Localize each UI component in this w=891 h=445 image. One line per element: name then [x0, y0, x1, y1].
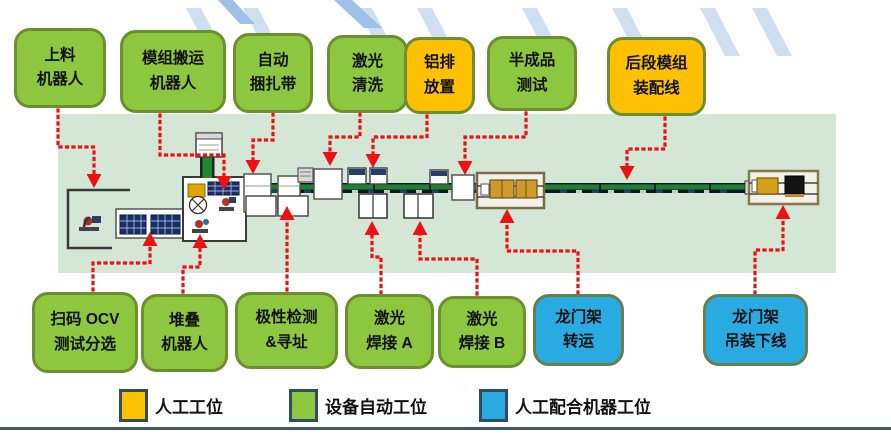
- station-label: 吊装下线: [724, 333, 787, 350]
- station-label: &寻址: [265, 333, 308, 351]
- manual-robot-station-swatch: [479, 389, 508, 422]
- arrow-gantry-hoist: [753, 205, 791, 295]
- legend-label: 设备自动工位: [325, 398, 427, 417]
- gantry-transfer-unit: [475, 171, 546, 210]
- legend-label: 人工配合机器工位: [515, 398, 651, 417]
- pallet-block: [187, 183, 206, 198]
- station-label: 龙门架: [555, 308, 602, 326]
- station-label: 后段模组: [625, 55, 688, 73]
- station-label: 半成品: [508, 52, 556, 70]
- station-polarity-check-addressing[interactable]: 极性检测&寻址: [235, 292, 338, 369]
- station-label: 转运: [562, 333, 594, 350]
- arrow-auto-strapping: [245, 112, 275, 174]
- bottom-divider-line: [0, 427, 891, 430]
- monitor-station-3: [429, 169, 449, 185]
- station-label: 机器人: [149, 74, 197, 92]
- station-label: 铝排: [423, 54, 455, 72]
- legend: 人工工位 设备自动工位 人工配合机器工位: [0, 386, 891, 426]
- legend-item-auto: 设备自动工位: [289, 389, 427, 422]
- station-loading-robot[interactable]: 上料机器人: [14, 28, 106, 108]
- monitor-station-2: [369, 167, 388, 185]
- station-busbar-placement[interactable]: 铝排放置: [404, 37, 475, 114]
- station-gantry-hoist-offline[interactable]: 龙门架吊装下线: [703, 294, 808, 366]
- station-auto-strapping[interactable]: 自动捆扎带: [233, 33, 313, 113]
- station-label: 机器人: [36, 71, 84, 88]
- arrow-module-transfer-robot: [158, 113, 232, 190]
- station-label: 扫码 OCV: [50, 311, 120, 329]
- station-label: 焊接 A: [366, 334, 413, 352]
- station-label: 极性检测: [255, 309, 318, 327]
- arrow-busbar-placement: [365, 114, 429, 168]
- feed-conveyor: [195, 132, 223, 178]
- ocv-test-cabinet: [115, 208, 185, 239]
- station-laser-cleaning[interactable]: 激光清洗: [327, 35, 408, 113]
- stacking-robot-icon: [192, 219, 209, 233]
- station-label: 上料: [44, 46, 76, 64]
- station-label: 堆叠: [168, 311, 200, 329]
- legend-item-manual: 人工工位: [119, 389, 223, 422]
- station-label: 激光: [351, 52, 383, 70]
- polarity-check-cabinets: [245, 195, 309, 217]
- station-scan-ocv-test-sorting[interactable]: 扫码 OCV 测试分选: [32, 292, 138, 373]
- welding-a-cabinets: [358, 193, 388, 219]
- arrow-stacking-robot: [181, 234, 208, 294]
- gantry-hoist-unit: [747, 169, 820, 206]
- station-label: 机器人: [161, 336, 208, 353]
- blue-swoosh: [218, 0, 382, 28]
- arrow-laser-cleaning: [322, 112, 362, 166]
- station-stacking-robot[interactable]: 堆叠机器人: [141, 294, 228, 372]
- arrow-laser-welding-a: [364, 221, 383, 295]
- legend-label: 人工工位: [155, 398, 223, 417]
- station-label: 龙门架: [732, 308, 779, 326]
- arrow-semi-product-test: [457, 111, 528, 175]
- station-arrows: [56, 108, 791, 296]
- monitor-station-1: [347, 167, 367, 185]
- legend-item-manual-robot: 人工配合机器工位: [479, 389, 651, 422]
- arrow-loading-robot: [56, 108, 102, 188]
- manual-station-swatch: [119, 389, 148, 422]
- station-label: 自动: [257, 51, 289, 69]
- arrow-laser-welding-b: [412, 221, 479, 296]
- laser-clean-unit: [297, 167, 343, 200]
- station-label: 装配线: [633, 79, 680, 97]
- station-label: 激光: [466, 310, 498, 328]
- station-module-transfer-robot[interactable]: 模组搬运机器人: [120, 30, 226, 113]
- loading-cell-outline: [66, 188, 130, 250]
- station-gantry-transfer[interactable]: 龙门架转运: [533, 294, 624, 366]
- station-label: 测试分选: [53, 335, 116, 353]
- station-semi-product-test[interactable]: 半成品测试: [487, 36, 577, 111]
- stacking-cell: [182, 176, 247, 242]
- welding-b-cabinets: [403, 193, 434, 219]
- station-label: 测试: [516, 76, 548, 94]
- loading-robot-icon: [79, 216, 101, 231]
- arrow-scan-ocv: [91, 232, 158, 292]
- station-label: 清洗: [351, 77, 383, 94]
- cell-grid-block: [207, 181, 240, 196]
- station-label: 激光: [373, 310, 405, 328]
- cell-robot-icon: [219, 197, 236, 211]
- station-label: 捆扎带: [249, 76, 297, 93]
- arrow-rear-module-assembly: [619, 116, 667, 180]
- station-label: 模组搬运: [141, 50, 204, 68]
- station-label: 放置: [423, 78, 455, 96]
- test-machine: [451, 174, 475, 201]
- arrow-gantry-transfer: [499, 209, 580, 295]
- station-rear-module-assembly-line[interactable]: 后段模组装配线: [607, 37, 706, 116]
- station-label: 焊接 B: [458, 335, 506, 352]
- station-laser-welding-a[interactable]: 激光焊接 A: [345, 294, 434, 369]
- station-laser-welding-b[interactable]: 激光焊接 B: [438, 296, 526, 368]
- auto-station-swatch: [289, 389, 318, 422]
